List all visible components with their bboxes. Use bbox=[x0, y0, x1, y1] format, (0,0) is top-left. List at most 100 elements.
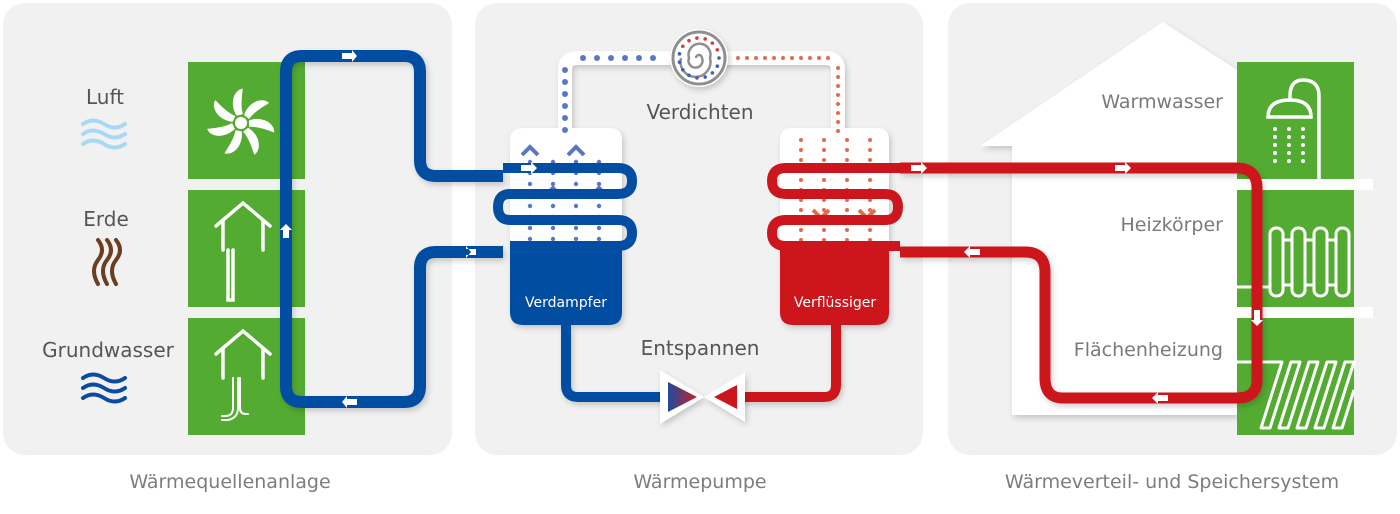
vapor-dot bbox=[562, 103, 568, 109]
source-label-erde: Erde bbox=[83, 207, 129, 231]
vapor-dot bbox=[845, 228, 849, 232]
vapor-dot bbox=[550, 225, 556, 231]
vapor-dot bbox=[550, 181, 556, 187]
radiator-icon bbox=[1237, 226, 1351, 298]
vapor-dot bbox=[868, 158, 872, 162]
vapor-dot bbox=[845, 208, 849, 212]
vapor-dot bbox=[562, 67, 568, 73]
vapor-dot bbox=[608, 55, 614, 61]
vapor-dot bbox=[562, 91, 568, 97]
water-drop bbox=[1301, 151, 1305, 155]
water-drop bbox=[1301, 127, 1305, 131]
vapor-dot bbox=[527, 225, 533, 231]
vapor-dot bbox=[845, 158, 849, 162]
water-drop bbox=[1287, 143, 1291, 147]
shower-icon bbox=[1266, 78, 1321, 181]
source-label-luft: Luft bbox=[86, 85, 124, 109]
source-label-grundwasser: Grundwasser bbox=[42, 338, 175, 362]
vapor-dot bbox=[781, 56, 785, 60]
vapor-dot bbox=[772, 56, 776, 60]
vapor-dot bbox=[845, 178, 849, 182]
vapor-dot bbox=[580, 55, 586, 61]
vapor-dot bbox=[596, 236, 602, 242]
water-drop bbox=[1287, 127, 1291, 131]
compress-label: Verdichten bbox=[646, 100, 753, 124]
evaporator-coil bbox=[492, 163, 638, 251]
water-drop bbox=[1301, 135, 1305, 139]
house-ground-probe-icon bbox=[214, 200, 272, 302]
vapor-dot bbox=[596, 181, 602, 187]
vapor-dot bbox=[573, 181, 579, 187]
shower-drops bbox=[1273, 127, 1305, 163]
vapor-dot bbox=[836, 111, 840, 115]
vapor-dot bbox=[695, 36, 699, 40]
vapor-dot bbox=[715, 64, 720, 68]
vapor-dot bbox=[622, 55, 628, 61]
vapor-dot bbox=[596, 225, 602, 231]
condenser-label: Verflüssiger bbox=[794, 295, 877, 311]
vapor-dot bbox=[868, 148, 872, 152]
water-drop bbox=[1301, 143, 1305, 147]
heating-water-loop bbox=[900, 162, 1263, 404]
vapor-dot bbox=[636, 55, 642, 61]
vapor-dot bbox=[822, 208, 826, 212]
consumer-label-flaechenheizung: Flächenheizung bbox=[1074, 339, 1223, 361]
vapor-dot bbox=[836, 102, 840, 106]
vapor-dot bbox=[745, 56, 749, 60]
water-drop bbox=[1287, 159, 1291, 163]
panel-heat-pump bbox=[475, 3, 923, 455]
vapor-dot bbox=[836, 120, 840, 124]
vapor-dot bbox=[822, 228, 826, 232]
water-drop bbox=[1287, 135, 1291, 139]
caption-heat-pump: Wärmepumpe bbox=[633, 471, 766, 493]
vapor-dot bbox=[826, 56, 830, 60]
compressor-spiral-icon bbox=[671, 30, 727, 86]
vapor-dot bbox=[717, 56, 721, 60]
vapor-dot bbox=[868, 208, 872, 212]
consumer-label-warmwasser: Warmwasser bbox=[1101, 91, 1223, 113]
water-drop bbox=[1273, 151, 1277, 155]
vapor-dot bbox=[799, 178, 803, 182]
vapor-dot bbox=[562, 79, 568, 85]
evaporator-label: Verdampfer bbox=[525, 295, 607, 311]
vapor-dot bbox=[710, 71, 715, 75]
vapor-dot bbox=[799, 208, 803, 212]
earth-waves-icon bbox=[92, 238, 122, 286]
vapor-dot bbox=[650, 55, 656, 61]
air-waves-icon bbox=[81, 118, 127, 150]
vapor-dot bbox=[527, 203, 533, 209]
vapor-dot bbox=[527, 236, 533, 242]
groundwater-waves-icon bbox=[81, 372, 127, 404]
vapor-dot bbox=[703, 75, 707, 79]
vapor-dot bbox=[550, 236, 556, 242]
water-drop bbox=[1301, 159, 1305, 163]
vapor-dot bbox=[763, 56, 767, 60]
vapor-dot bbox=[808, 56, 812, 60]
vapor-dot bbox=[868, 138, 872, 142]
flow-arrow-icon bbox=[521, 162, 537, 174]
vapor-dot bbox=[845, 148, 849, 152]
vapor-dot bbox=[817, 56, 821, 60]
flow-arrow-icon bbox=[911, 162, 1263, 404]
vapor-dot bbox=[703, 37, 707, 41]
vapor-dot bbox=[822, 138, 826, 142]
floor-heating-icon bbox=[1237, 360, 1356, 430]
vapor-dot bbox=[594, 55, 600, 61]
water-drop bbox=[1287, 151, 1291, 155]
vapor-dot bbox=[596, 203, 602, 209]
water-drop bbox=[1273, 127, 1277, 131]
vapor-dot bbox=[710, 41, 715, 45]
condenser-coil bbox=[766, 163, 904, 251]
caption-heat-source: Wärmequellenanlage bbox=[129, 471, 330, 493]
vapor-dot bbox=[836, 75, 840, 79]
vapor-dot bbox=[687, 73, 691, 78]
expand-label: Entspannen bbox=[641, 336, 760, 360]
vapor-dot bbox=[550, 203, 556, 209]
vapor-dot bbox=[836, 93, 840, 97]
vapor-dot bbox=[527, 181, 533, 187]
vapor-dot bbox=[715, 48, 720, 52]
vapor-dot bbox=[573, 203, 579, 209]
vapor-dot bbox=[799, 138, 803, 142]
caption-distribution: Wärmeverteil- und Speichersystem bbox=[1005, 471, 1339, 493]
vapor-dot bbox=[573, 225, 579, 231]
